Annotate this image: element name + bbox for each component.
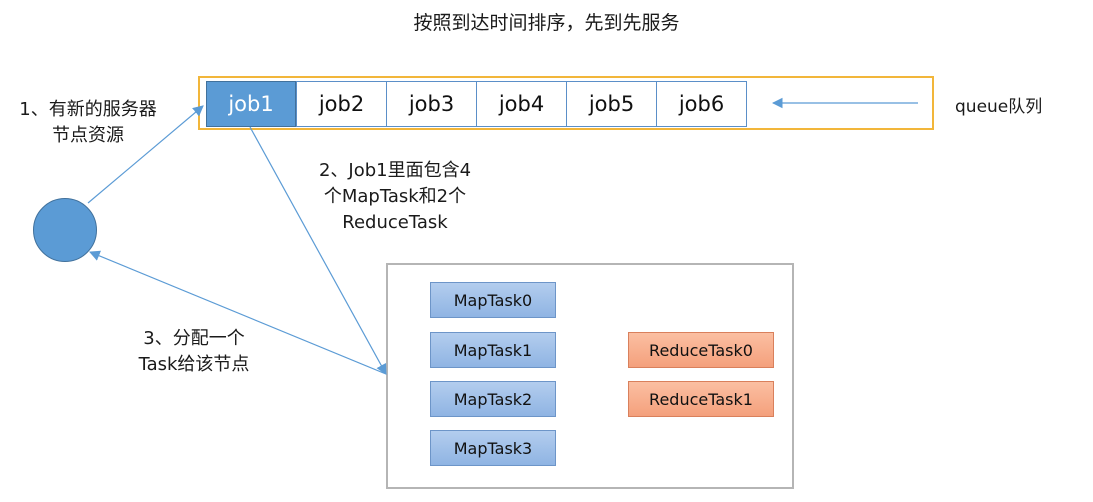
map-task-0: MapTask0 bbox=[430, 282, 556, 318]
queue-job-6: job6 bbox=[656, 81, 747, 127]
job1-to-tasks-arrow bbox=[249, 126, 387, 375]
note-assign-line-1: 3、分配一个 bbox=[143, 328, 245, 349]
queue-job-3: job3 bbox=[386, 81, 477, 127]
queue-job-4: job4 bbox=[476, 81, 567, 127]
queue-job-1: job1 bbox=[206, 81, 296, 127]
tasks-to-node-arrow bbox=[89, 250, 387, 375]
map-task-2: MapTask2 bbox=[430, 381, 556, 417]
note-new-node-line-2: 节点资源 bbox=[52, 125, 124, 146]
note-assign-line-2: Task给该节点 bbox=[138, 354, 250, 375]
queue-frame bbox=[198, 76, 934, 130]
map-task-1: MapTask1 bbox=[430, 332, 556, 368]
reduce-task-0: ReduceTask0 bbox=[628, 332, 774, 368]
map-task-3: MapTask3 bbox=[430, 430, 556, 466]
note-new-node: 1、有新的服务器 节点资源 bbox=[0, 97, 176, 149]
diagram-title: 按照到达时间排序，先到先服务 bbox=[413, 12, 680, 34]
note-job-contains-line-1: 2、Job1里面包含4 bbox=[318, 160, 472, 181]
server-node bbox=[33, 198, 97, 262]
note-assign: 3、分配一个 Task给该节点 bbox=[112, 326, 276, 378]
node-to-job1-arrow bbox=[87, 105, 204, 204]
queue-label: queue队列 bbox=[955, 97, 1043, 117]
note-new-node-line-1: 1、有新的服务器 bbox=[19, 99, 157, 120]
note-job-contains-line-2: 个MapTask和2个 bbox=[323, 186, 467, 207]
note-job-contains: 2、Job1里面包含4 个MapTask和2个 ReduceTask bbox=[290, 158, 500, 236]
note-job-contains-line-3: ReduceTask bbox=[342, 212, 448, 233]
reduce-task-1: ReduceTask1 bbox=[628, 381, 774, 417]
queue-job-5: job5 bbox=[566, 81, 657, 127]
